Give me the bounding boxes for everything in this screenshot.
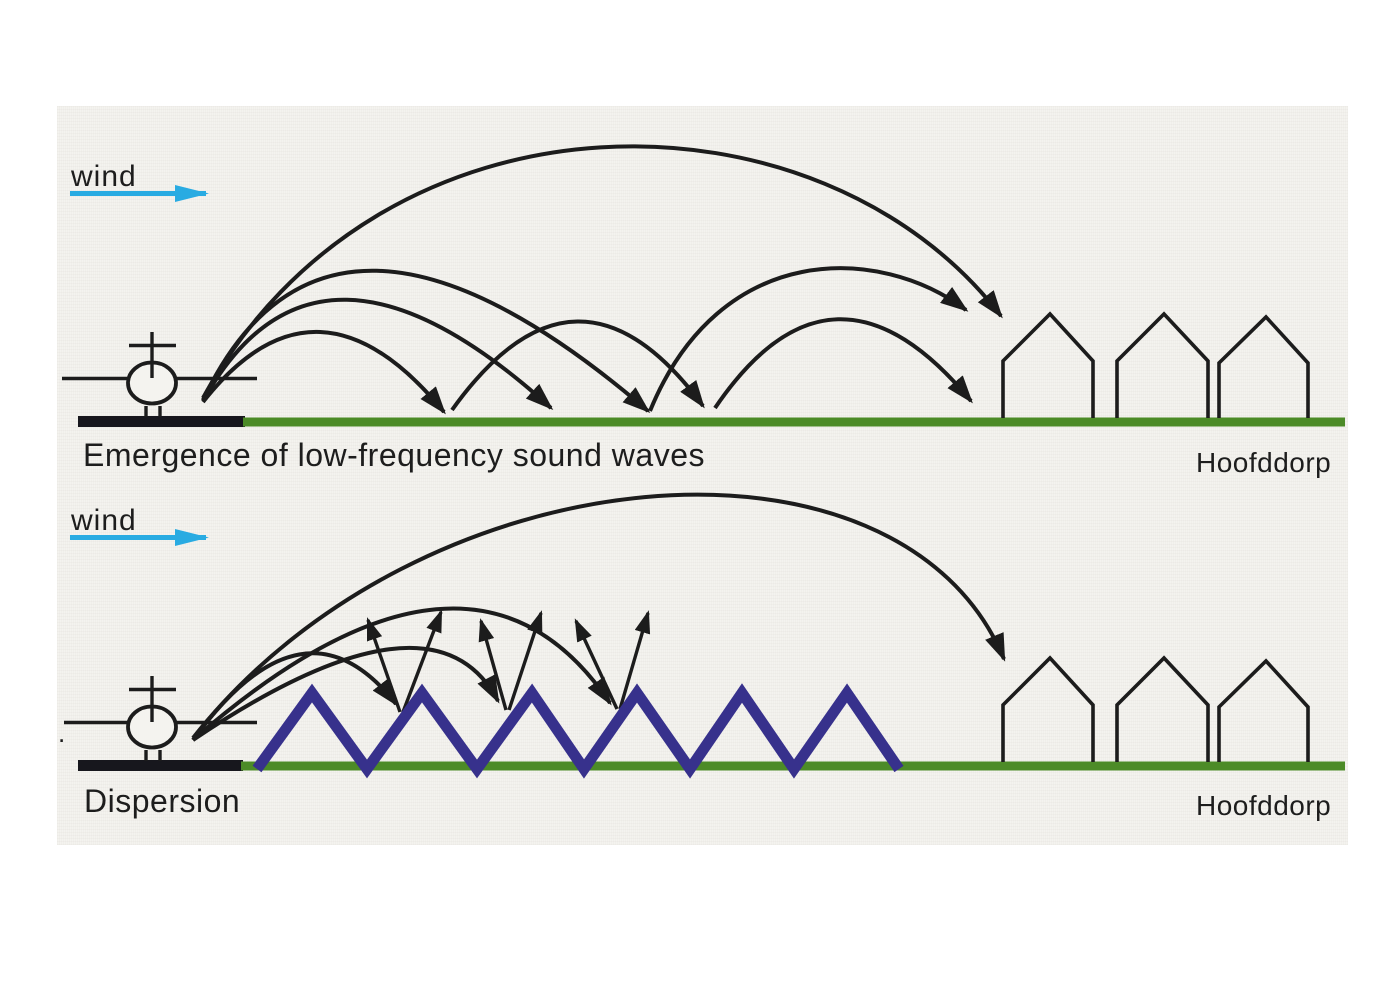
- scatter-arrow: [478, 618, 508, 711]
- sound-arc-long: [191, 492, 1006, 740]
- sound-arc-bounce: [648, 266, 969, 412]
- sound-arc-bounce: [713, 317, 973, 410]
- sound-arc-long: [201, 144, 1003, 399]
- panel-caption: Dispersion: [84, 783, 240, 819]
- wind-label: wind: [70, 504, 137, 537]
- houses-row: [1001, 311, 1310, 418]
- scatter-arrow: [618, 610, 651, 710]
- background-canvas: [57, 106, 1348, 845]
- house-icon: [1001, 655, 1095, 762]
- noise-barrier-zigzag: [252, 683, 904, 779]
- house-icon: [1115, 655, 1210, 762]
- panel-caption: Emergence of low-frequency sound waves: [83, 437, 705, 473]
- runway-strip: [78, 760, 243, 771]
- stray-period-mark: .: [58, 718, 65, 748]
- scatter-arrow: [401, 609, 443, 713]
- airplane-icon: [62, 332, 257, 417]
- airplane-landing-gear: [144, 750, 162, 761]
- scatter-arrow: [366, 617, 402, 713]
- sound-arc: [191, 651, 398, 742]
- sound-arc: [201, 268, 651, 413]
- sound-arc-bounce: [450, 319, 705, 412]
- airplane-landing-gear: [144, 406, 162, 417]
- houses-row: [1001, 655, 1310, 762]
- scatter-arrows: [366, 609, 651, 713]
- panel-emergence: wind: [62, 144, 1345, 478]
- house-icon: [1217, 658, 1310, 762]
- scatter-arrow: [507, 610, 543, 711]
- panel-dispersion: wind .: [58, 492, 1345, 821]
- house-icon: [1001, 311, 1095, 418]
- scatter-arrow: [574, 618, 619, 710]
- wind-label: wind: [70, 160, 137, 193]
- ground-line: [243, 417, 1345, 427]
- house-icon: [1217, 314, 1310, 418]
- town-label: Hoofddorp: [1196, 790, 1331, 821]
- sound-arc: [201, 297, 554, 411]
- sound-arc: [201, 329, 446, 415]
- sound-arc: [191, 646, 500, 742]
- town-label: Hoofddorp: [1196, 447, 1331, 478]
- house-icon: [1115, 311, 1210, 418]
- runway-strip: [78, 416, 245, 427]
- airplane-icon: [64, 676, 257, 761]
